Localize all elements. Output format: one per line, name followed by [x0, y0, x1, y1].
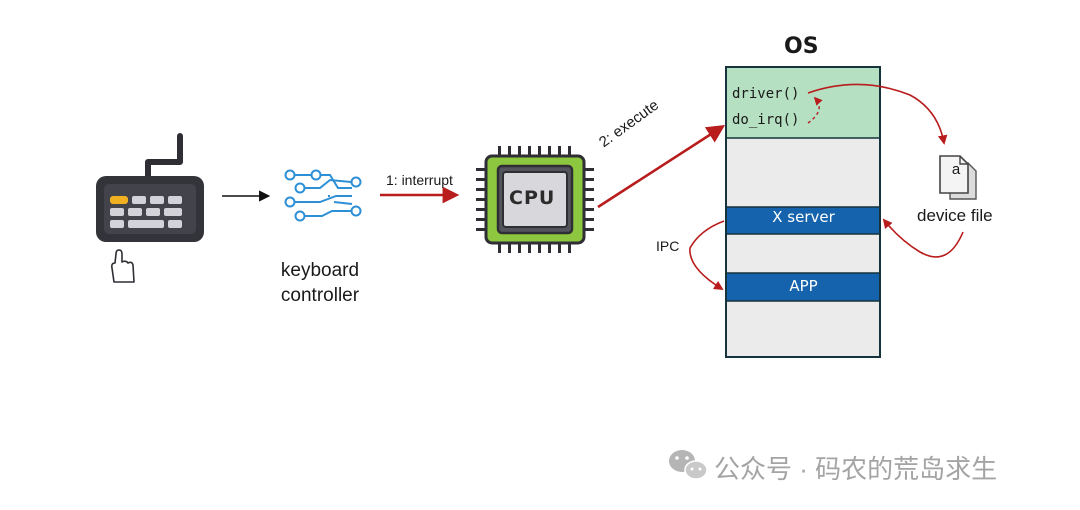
ipc-arrow [689, 220, 725, 291]
pointing-hand-icon [111, 249, 135, 283]
cpu-chip [476, 146, 594, 253]
keyboard-icon [96, 133, 204, 242]
cpu-label: CPU [509, 187, 556, 209]
os-memory-box [725, 66, 881, 358]
watermark: 公众号 · 码农的荒岛求生 [668, 449, 997, 486]
watermark-text: 公众号 · 码农的荒岛求生 [714, 454, 998, 484]
driver-to-device-arrow [807, 83, 948, 145]
driver-function-label: driver() [732, 86, 800, 102]
device-file-label: device file [917, 206, 993, 225]
app-label: APP [789, 277, 818, 295]
device-file-letter: a [951, 161, 961, 178]
ipc-label: IPC [656, 238, 680, 254]
circuit-icon [284, 169, 362, 222]
file-icon [939, 155, 977, 200]
interrupt-label: 1: interrupt [386, 172, 453, 188]
wechat-icon [669, 450, 708, 480]
keyboard-controller-label-line1: keyboard [280, 260, 360, 281]
keyboard-controller-label-line2: controller [280, 285, 360, 306]
device-to-xserver-arrow [882, 218, 964, 258]
keyboard-controller-label: keyboard controller [268, 258, 372, 308]
execute-arrow [597, 125, 726, 209]
x-server-label: X server [772, 208, 835, 226]
watermark-icon-space [668, 453, 706, 483]
do-irq-function-label: do_irq() [732, 112, 800, 128]
os-title: OS [784, 34, 819, 59]
